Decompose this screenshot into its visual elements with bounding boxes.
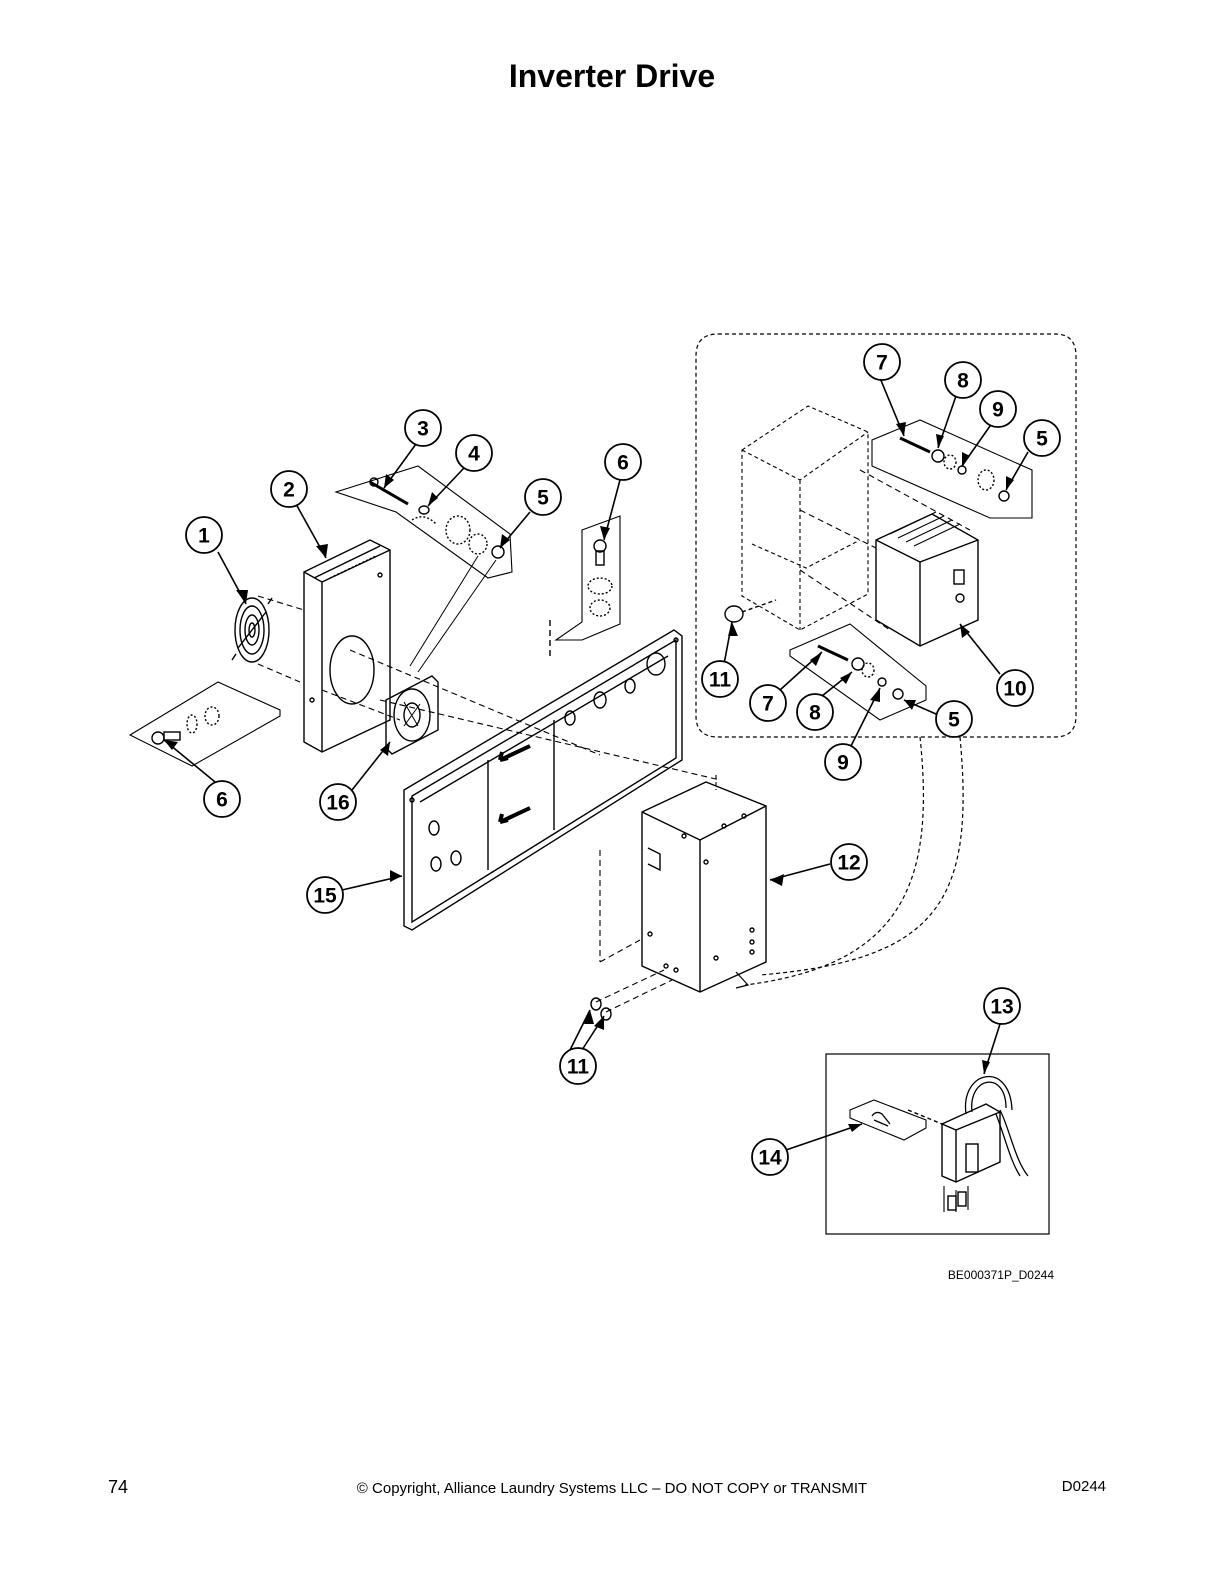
callout-11-inset: 11	[709, 669, 732, 692]
callout-10: 10	[1003, 678, 1026, 701]
callout-circles	[185, 343, 1061, 1176]
callout-8-upper: 8	[957, 370, 969, 393]
callout-arrowheads	[164, 422, 1014, 1132]
callout-5: 5	[537, 487, 549, 510]
mounting-plate-part	[403, 629, 683, 931]
callout-9-lower: 9	[837, 752, 849, 775]
inverter-housing-dashed	[741, 405, 869, 631]
top-hardware-sheet	[334, 465, 513, 673]
callout-4: 4	[468, 443, 480, 466]
callout-11-lower: 11	[567, 1056, 590, 1079]
callout-3: 3	[417, 418, 429, 441]
figure-id: BE000371P_D0244	[947, 1268, 1054, 1282]
connector-arrow-notch	[735, 971, 750, 989]
callout-16: 16	[326, 792, 349, 815]
fan-guard-part	[231, 597, 273, 663]
grommet-a	[590, 997, 602, 1011]
callout-1: 1	[198, 525, 210, 548]
document-code: D0244	[1061, 1478, 1106, 1495]
connector-curve-inner	[744, 736, 925, 986]
callout-15: 15	[313, 885, 337, 908]
callout-2: 2	[283, 479, 295, 502]
fan-shroud-part	[303, 539, 391, 753]
inset-grommet	[724, 605, 744, 623]
inset-lower-hardware-sheet	[789, 623, 927, 721]
inset-dashed-boundary	[695, 333, 1077, 738]
connector-curve-outer	[759, 736, 964, 976]
callout-5-upper: 5	[1036, 428, 1048, 451]
relay-detail-part	[849, 1075, 1029, 1212]
copyright-notice: © Copyright, Alliance Laundry Systems LL…	[356, 1480, 868, 1497]
page-number: 74	[108, 1477, 129, 1497]
cooling-fan-part	[385, 675, 439, 755]
inverter-unit-part	[875, 511, 979, 647]
relay-detail-frame	[825, 1053, 1050, 1235]
inset-upper-hardware-sheet	[871, 419, 1033, 519]
callout-5-lower: 5	[948, 709, 960, 732]
callout-12: 12	[837, 852, 860, 875]
center-hardware-sheet	[549, 515, 621, 660]
callout-8-lower: 8	[809, 702, 821, 725]
left-hardware-sheet	[128, 681, 281, 767]
callout-6-left: 6	[216, 789, 228, 812]
grommet-b	[600, 1007, 612, 1021]
drive-enclosure-part	[641, 781, 767, 993]
callout-9-upper: 9	[992, 399, 1004, 422]
callout-13: 13	[990, 996, 1013, 1019]
callout-14: 14	[758, 1147, 782, 1170]
callout-6-center: 6	[617, 452, 629, 475]
page-title: Inverter Drive	[508, 58, 716, 94]
callout-7-upper: 7	[876, 352, 888, 375]
callout-7-lower: 7	[762, 693, 774, 716]
